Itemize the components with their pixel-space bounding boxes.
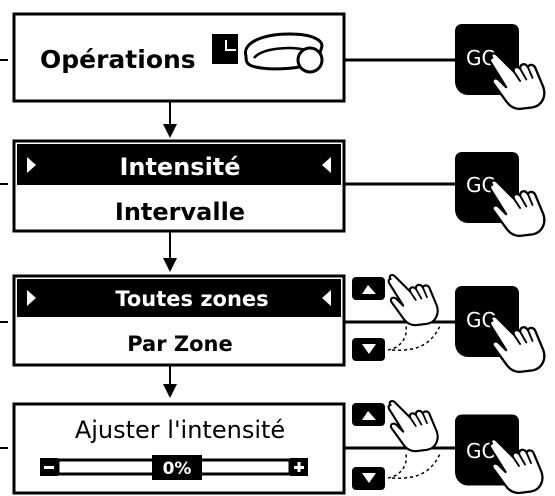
arrow-down-icon: [163, 124, 177, 138]
menu-item: Par Zone: [127, 332, 233, 356]
menu-item-selected: Intensité: [119, 153, 240, 181]
screen-adjust-intensity: Ajuster l'intensité 0%: [12, 402, 346, 495]
selection-highlight: [17, 144, 341, 185]
intensity-slider[interactable]: 0%: [40, 455, 308, 480]
gesture-path: [387, 453, 441, 479]
arrow-right-icon: [27, 157, 36, 173]
go-button[interactable]: GO: [455, 151, 546, 238]
slider-thumb: [152, 455, 202, 480]
robot-mower-icon: [212, 32, 324, 74]
arrow-right-icon: [27, 290, 36, 306]
arrow-up-icon: [362, 285, 376, 294]
menu-item: Intervalle: [115, 198, 245, 226]
screen-title: Opérations: [40, 45, 196, 74]
arrow-down-icon: [163, 258, 177, 272]
screen-zone-menu: Toutes zones Par Zone: [12, 274, 346, 367]
gesture-path: [387, 325, 441, 351]
selection-highlight: [17, 279, 341, 317]
go-button[interactable]: GO: [455, 414, 544, 495]
screen-operations-menu: Intensité Intervalle: [12, 139, 346, 233]
arrow-down-icon: [163, 384, 177, 398]
arrow-down-icon: [362, 344, 376, 354]
arrow-up-icon: [362, 411, 376, 420]
pointing-hand-icon: [387, 399, 439, 453]
left-markers: [0, 59, 8, 449]
minus-icon: [44, 466, 54, 469]
down-button[interactable]: [352, 338, 385, 361]
go-button[interactable]: GO: [455, 285, 546, 374]
arrow-down-icon: [362, 473, 376, 483]
flow-arrows: [163, 102, 177, 398]
up-button[interactable]: [352, 277, 385, 300]
arrow-left-icon: [322, 290, 331, 306]
screen-title: Ajuster l'intensité: [75, 416, 285, 444]
screen-operations: Opérations: [12, 12, 346, 103]
menu-item-selected: Toutes zones: [115, 287, 268, 311]
arrow-left-icon: [322, 157, 331, 173]
up-button[interactable]: [352, 403, 385, 426]
go-button[interactable]: GO: [455, 23, 546, 111]
slider-value: 0%: [163, 459, 192, 479]
down-button[interactable]: [352, 467, 385, 490]
pointing-hand-icon: [387, 273, 439, 327]
